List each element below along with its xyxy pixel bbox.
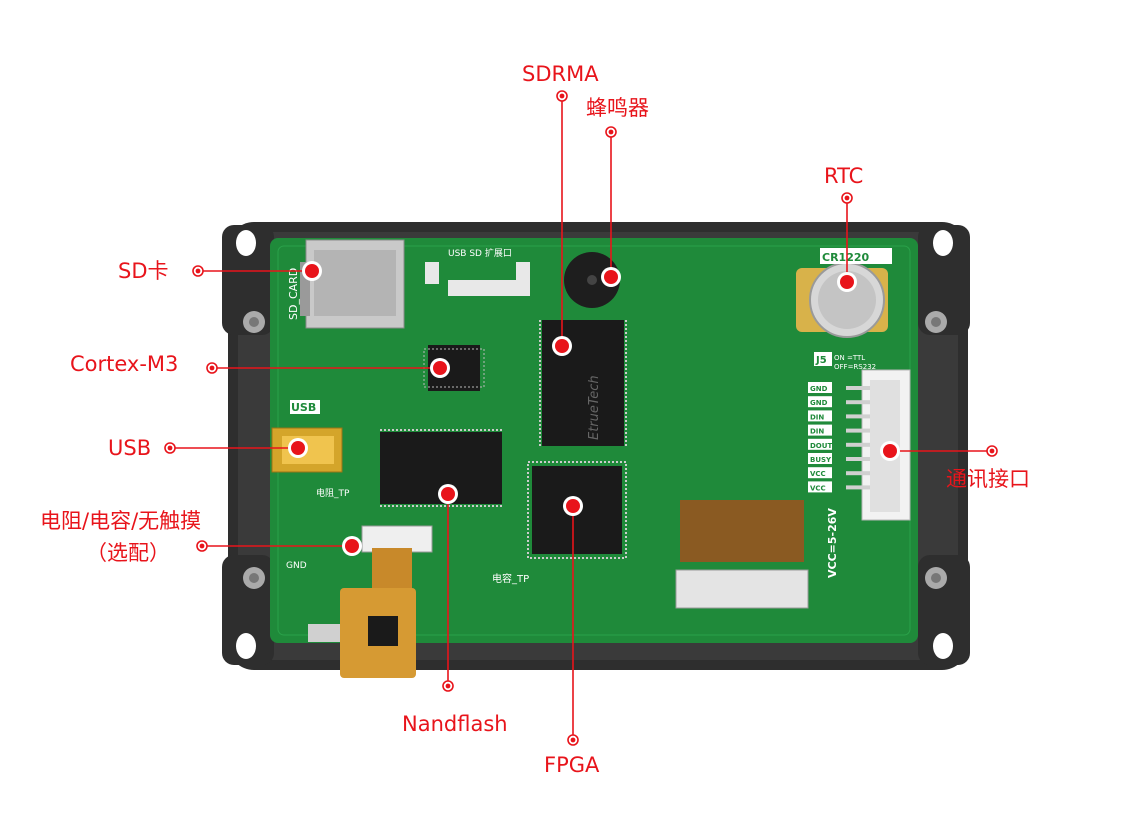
callout-label-touch-optional: （选配） xyxy=(86,541,170,565)
buzzer-part xyxy=(564,252,620,308)
callout-label-sdrma: SDRMA xyxy=(522,62,599,86)
pin-label-bg xyxy=(808,382,832,393)
screw-icon xyxy=(925,311,947,333)
label-dot-rtc xyxy=(844,195,850,201)
gnd-silk: GND xyxy=(286,561,307,571)
target-dot-touch xyxy=(345,539,359,553)
callout-label-cortex: Cortex-M3 xyxy=(70,352,179,376)
pin-label-bg xyxy=(808,410,832,422)
res-tp-silk: 电阻_TP xyxy=(316,487,350,499)
connector-pin xyxy=(846,471,870,476)
label-dot-nand xyxy=(445,683,451,689)
pin-label: VCC xyxy=(810,484,826,492)
target-dot-comm xyxy=(883,444,897,458)
pin-label: BUSY xyxy=(810,456,832,464)
vcc-range-silk: VCC=5-26V xyxy=(826,508,839,578)
target-dot-cortex xyxy=(433,361,447,375)
sd-card-slot: SD_CARD xyxy=(287,239,405,329)
connector-pin xyxy=(846,428,870,433)
callout-label-fpga: FPGA xyxy=(544,753,600,777)
connector-pin xyxy=(846,457,870,461)
pin-label-bg xyxy=(808,467,832,479)
connector-pin xyxy=(846,414,870,419)
callout-label-buzzer: 蜂鸣器 xyxy=(586,96,649,120)
pin-label: DOUT xyxy=(810,442,832,450)
target-dot-rtc xyxy=(840,275,854,289)
callout-label-sdcard: SD卡 xyxy=(118,259,169,283)
j5-jumper: J5 ON =TTL OFF=RS232 xyxy=(814,352,876,371)
pin-label-bg xyxy=(808,481,832,493)
target-dot-fpga xyxy=(566,499,580,513)
callout-label-usb: USB xyxy=(108,436,152,460)
pin-label: GND xyxy=(810,385,828,393)
touch-flex xyxy=(308,525,433,678)
brand-silk: EtrueTech xyxy=(587,375,602,440)
callout-label-touch: 电阻/电容/无触摸 xyxy=(40,509,202,533)
cap-tp-silk: 电容_TP xyxy=(492,572,529,585)
screw-icon xyxy=(925,567,947,589)
pin-label: DIN xyxy=(810,413,824,421)
connector-pin xyxy=(846,485,870,490)
cr1220-silk: CR1220 xyxy=(822,251,870,264)
screw-icon xyxy=(243,311,265,333)
pin-label-bg xyxy=(808,424,832,436)
screw-icon xyxy=(243,567,265,589)
pin-label-bg xyxy=(808,396,832,408)
target-dot-nand xyxy=(441,487,455,501)
usb-sd-port-silk: USB SD 扩展口 xyxy=(448,247,512,259)
pin-label-bg xyxy=(808,453,832,464)
j5-silk: J5 xyxy=(815,355,827,366)
lcd-ribbon xyxy=(675,500,809,609)
target-dot-sdcard xyxy=(305,264,319,278)
pin-label: GND xyxy=(810,399,828,407)
pin-header xyxy=(425,262,530,296)
pin-label-bg xyxy=(808,438,832,450)
pin-label: DIN xyxy=(810,428,824,436)
pin-label: VCC xyxy=(810,470,826,478)
target-dot-usb xyxy=(291,441,305,455)
label-dot-sdcard xyxy=(195,268,201,274)
label-dot-touch xyxy=(199,543,205,549)
connector-pin xyxy=(846,400,870,405)
on-ttl-silk: ON =TTL xyxy=(834,354,865,362)
callout-label-nand: Nandflash xyxy=(402,712,508,736)
label-dot-cortex xyxy=(209,365,215,371)
usb-silk: USB xyxy=(291,401,316,414)
connector-pin xyxy=(846,442,870,447)
label-dot-buzzer xyxy=(608,129,614,135)
label-dot-fpga xyxy=(570,737,576,743)
label-dot-sdrma xyxy=(559,93,565,99)
callout-label-rtc: RTC xyxy=(824,164,864,188)
target-dot-sdrma xyxy=(555,339,569,353)
target-dot-buzzer xyxy=(604,270,618,284)
usb-connector: USB xyxy=(271,400,343,473)
connector-pin xyxy=(846,386,870,390)
callout-label-comm: 通讯接口 xyxy=(946,467,1030,491)
rtc-battery: CR1220 xyxy=(796,248,892,338)
label-dot-comm xyxy=(989,448,995,454)
sd-card-silk: SD_CARD xyxy=(287,268,300,320)
off-rs232-silk: OFF=RS232 xyxy=(834,363,876,371)
label-dot-usb xyxy=(167,445,173,451)
sdram-chip: EtrueTech xyxy=(539,320,627,446)
